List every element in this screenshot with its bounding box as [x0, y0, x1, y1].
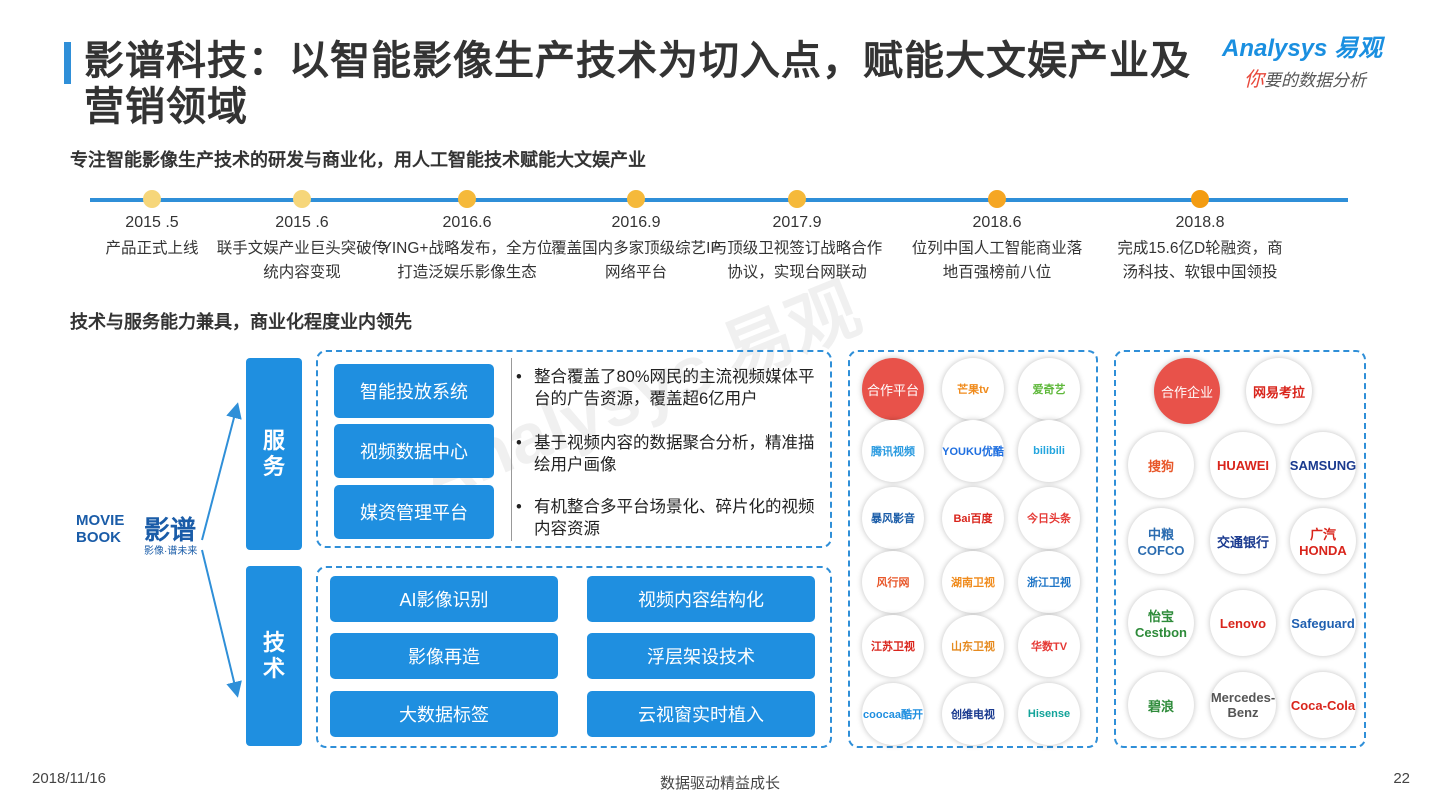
footer-date: 2018/11/16 — [32, 770, 106, 787]
enterprise-logo: 网易考拉 — [1246, 358, 1312, 424]
service-box — [316, 350, 832, 548]
service-bullet: • 基于视频内容的数据聚合分析，精准描绘用户画像 — [510, 432, 830, 476]
brand-name: Analysys 易观 — [1222, 35, 1383, 62]
bullet-text: 基于视频内容的数据聚合分析，精准描绘用户画像 — [534, 434, 815, 474]
timeline-description: 联手文娱产业巨头突破传统内容变现 — [216, 240, 388, 281]
platform-logo: 芒果tv — [942, 358, 1004, 420]
service-divider — [511, 358, 512, 541]
platform-logo: 湖南卫视 — [942, 551, 1004, 613]
brand-logo: Analysys 易观 你要的数据分析 — [1222, 28, 1412, 91]
timeline-description: 产品正式上线 — [105, 240, 199, 257]
footer-slogan: 数据驱动精益成长 — [659, 775, 780, 792]
bullet-text: 整合覆盖了80%网民的主流视频媒体平台的广告资源，覆盖超6亿用户 — [534, 368, 815, 408]
timeline-date: 2018.8 — [1175, 214, 1225, 231]
tech-item: 浮层架设技术 — [587, 633, 815, 679]
timeline-date: 2016.9 — [611, 214, 661, 231]
timeline-subtitle: 专注智能影像生产技术的研发与商业化，用人工智能技术赋能大文娱产业 — [70, 150, 646, 170]
platform-logo: YOUKU优酷 — [942, 420, 1004, 482]
tech-item: 云视窗实时植入 — [587, 691, 815, 737]
platform-logo: 浙江卫视 — [1018, 551, 1080, 613]
service-item: 视频数据中心 — [334, 424, 494, 478]
tech-item: 视频内容结构化 — [587, 576, 815, 622]
timeline-line — [90, 198, 1348, 202]
capability-subtitle: 技术与服务能力兼具，商业化程度业内领先 — [70, 312, 412, 332]
moviebook-logo: MOVIE BOOK 影谱 影像·谱未来 — [76, 512, 198, 557]
page-title: 影谱科技：以智能影像生产技术为切入点，赋能大文娱产业及营销领域 — [84, 39, 1191, 129]
timeline-date: 2015 .5 — [125, 214, 179, 231]
tech-tag: 技术 — [246, 566, 302, 746]
timeline-date: 2015 .6 — [275, 214, 329, 231]
timeline-dot — [458, 190, 476, 208]
enterprise-logo: Safeguard — [1290, 590, 1356, 656]
enterprise-logo: 中粮COFCO — [1128, 508, 1194, 574]
platform-logo: Hisense — [1018, 683, 1080, 745]
platform-logo: Bai百度 — [942, 487, 1004, 549]
platform-logo: 腾讯视频 — [862, 420, 924, 482]
page-number: 22 — [1393, 770, 1410, 787]
enterprise-logo: 怡宝Cestbon — [1128, 590, 1194, 656]
enterprise-logo: 交通银行 — [1210, 508, 1276, 574]
timeline-description: 完成15.6亿D轮融资，商汤科技、软银中国领投 — [1117, 240, 1283, 281]
brand-slogan: 你要的数据分析 — [1244, 69, 1366, 91]
timeline-description: YING+战略发布，全方位打造泛娱乐影像生态 — [381, 240, 553, 281]
timeline-dot — [988, 190, 1006, 208]
timeline-description: 覆盖国内多家顶级综艺IP网络平台 — [551, 240, 721, 281]
timeline-dot — [143, 190, 161, 208]
platform-logo: 山东卫视 — [942, 615, 1004, 677]
branch-arrows — [201, 402, 242, 698]
service-bullet: • 有机整合多平台场景化、碎片化的视频内容资源 — [510, 496, 830, 540]
platform-logo: 暴风影音 — [862, 487, 924, 549]
tech-item: 大数据标签 — [330, 691, 558, 737]
tech-box — [316, 566, 832, 748]
service-item: 智能投放系统 — [334, 364, 494, 418]
enterprise-logo: Mercedes-Benz — [1210, 672, 1276, 738]
platform-logo: bilibili — [1018, 420, 1080, 482]
service-tag: 服务 — [246, 358, 302, 550]
bullet-text: 有机整合多平台场景化、碎片化的视频内容资源 — [534, 498, 815, 538]
enterprise-logo: 碧浪 — [1128, 672, 1194, 738]
bullet-dot: • — [516, 434, 522, 452]
tech-item: AI影像识别 — [330, 576, 558, 622]
timeline-description: 与顶级卫视签订战略合作协议，实现台网联动 — [711, 240, 883, 281]
timeline-description: 位列中国人工智能商业落地百强榜前八位 — [911, 240, 1083, 281]
platform-logo: 华数TV — [1018, 615, 1080, 677]
timeline-dot — [293, 190, 311, 208]
tech-item: 影像再造 — [330, 633, 558, 679]
enterprise-logo: 广汽HONDA — [1290, 508, 1356, 574]
platform-logo: 爱奇艺 — [1018, 358, 1080, 420]
platform-logo: 江苏卫视 — [862, 615, 924, 677]
enterprise-logo: Coca-Cola — [1290, 672, 1356, 738]
enterprise-logo: SAMSUNG — [1290, 432, 1356, 498]
timeline-dot — [788, 190, 806, 208]
platform-logo: 创维电视 — [942, 683, 1004, 745]
timeline-date: 2016.6 — [442, 214, 492, 231]
timeline-dot — [627, 190, 645, 208]
platform-logo: 风行网 — [862, 551, 924, 613]
timeline-date: 2017.9 — [772, 214, 822, 231]
bullet-dot: • — [516, 368, 522, 386]
timeline-dot — [1191, 190, 1209, 208]
title-accent-bar — [64, 42, 71, 84]
enterprises-header: 合作企业 — [1154, 358, 1220, 424]
timeline-date: 2018.6 — [972, 214, 1022, 231]
bullet-dot: • — [516, 498, 522, 516]
platforms-header: 合作平台 — [862, 358, 924, 420]
service-item: 媒资管理平台 — [334, 485, 494, 539]
platform-logo: coocaa酷开 — [862, 683, 924, 745]
enterprise-logo: HUAWEI — [1210, 432, 1276, 498]
enterprises-box — [1114, 350, 1366, 748]
platform-logo: 今日头条 — [1018, 487, 1080, 549]
platforms-box — [848, 350, 1098, 748]
service-bullet: • 整合覆盖了80%网民的主流视频媒体平台的广告资源，覆盖超6亿用户 — [510, 366, 830, 410]
enterprise-logo: 搜狗 — [1128, 432, 1194, 498]
enterprise-logo: Lenovo — [1210, 590, 1276, 656]
